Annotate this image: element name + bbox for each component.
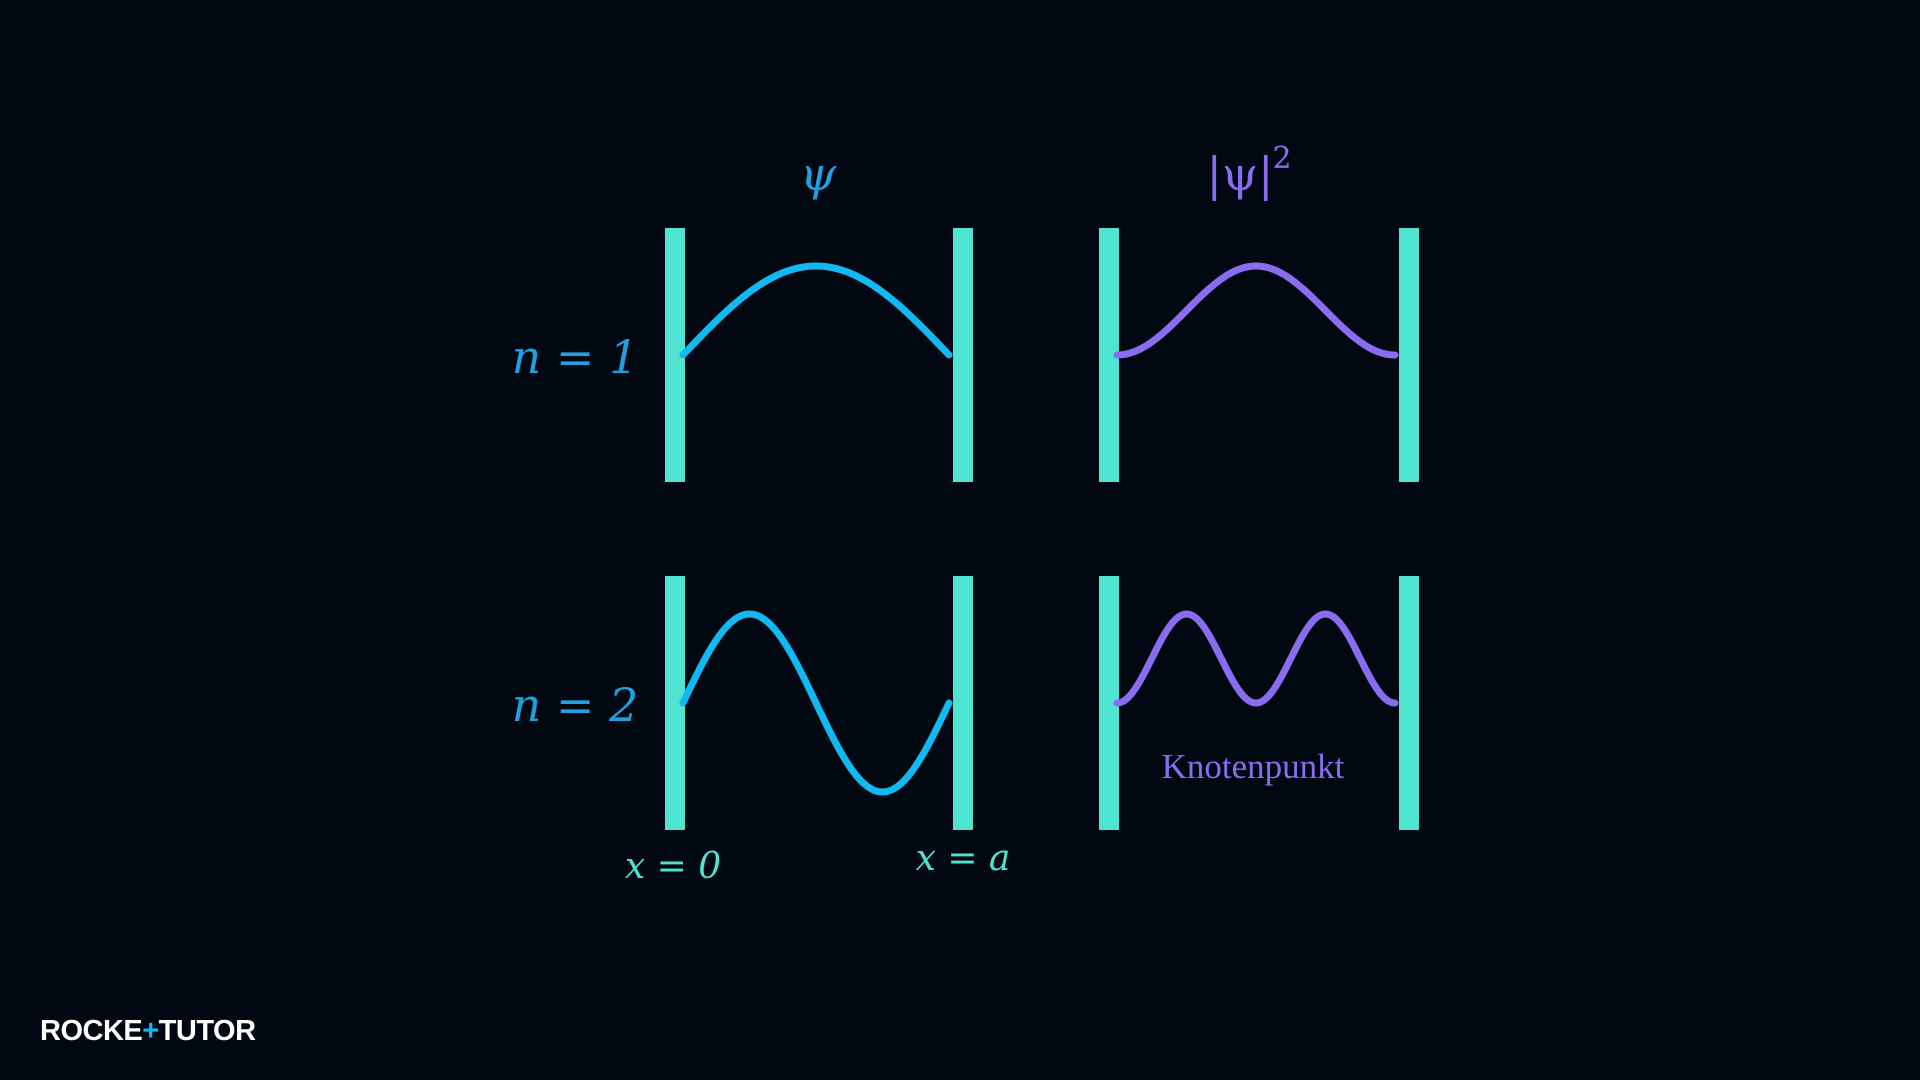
wall-right-psi2-n1 [1399,228,1419,482]
psi-squared-base: |ψ| [1206,147,1273,201]
boundary-label-right: x = a [916,838,1011,879]
wall-left-psi2-n1 [1099,228,1119,482]
box-walls [665,228,1419,830]
psi-squared-curve-n2 [1113,610,1399,707]
wave-curves [679,262,1399,796]
psi-header: ψ [800,147,837,201]
psi-squared-curve-n1 [1113,262,1399,359]
psi-squared-header: |ψ| 2 [1206,141,1291,201]
logo-part2: TUTO [159,1015,235,1047]
svg-text:ROCKE+TUTOR: ROCKE+TUTOR [40,1015,256,1047]
logo-part1: ROCKE [40,1015,142,1047]
wall-right-psi-n1 [953,228,973,482]
logo-plus: + [142,1015,158,1047]
wall-left-psi-n1 [665,228,685,482]
logo-end: R [235,1015,256,1047]
node-annotation: Knotenpunkt [1162,747,1345,786]
psi-curve-n1 [679,262,953,359]
row-label-n1: n = 1 [512,330,639,384]
rocket-tutor-logo: ROCKE+TUTOR [40,1015,257,1047]
psi-curve-n2 [679,610,953,796]
boundary-label-left: x = 0 [625,846,721,887]
psi-squared-exponent: 2 [1272,141,1291,176]
wall-left-psi2-n2 [1099,576,1119,830]
wall-right-psi2-n2 [1399,576,1419,830]
row-label-n2: n = 2 [512,678,639,732]
wall-left-psi-n2 [665,576,685,830]
wall-right-psi-n2 [953,576,973,830]
